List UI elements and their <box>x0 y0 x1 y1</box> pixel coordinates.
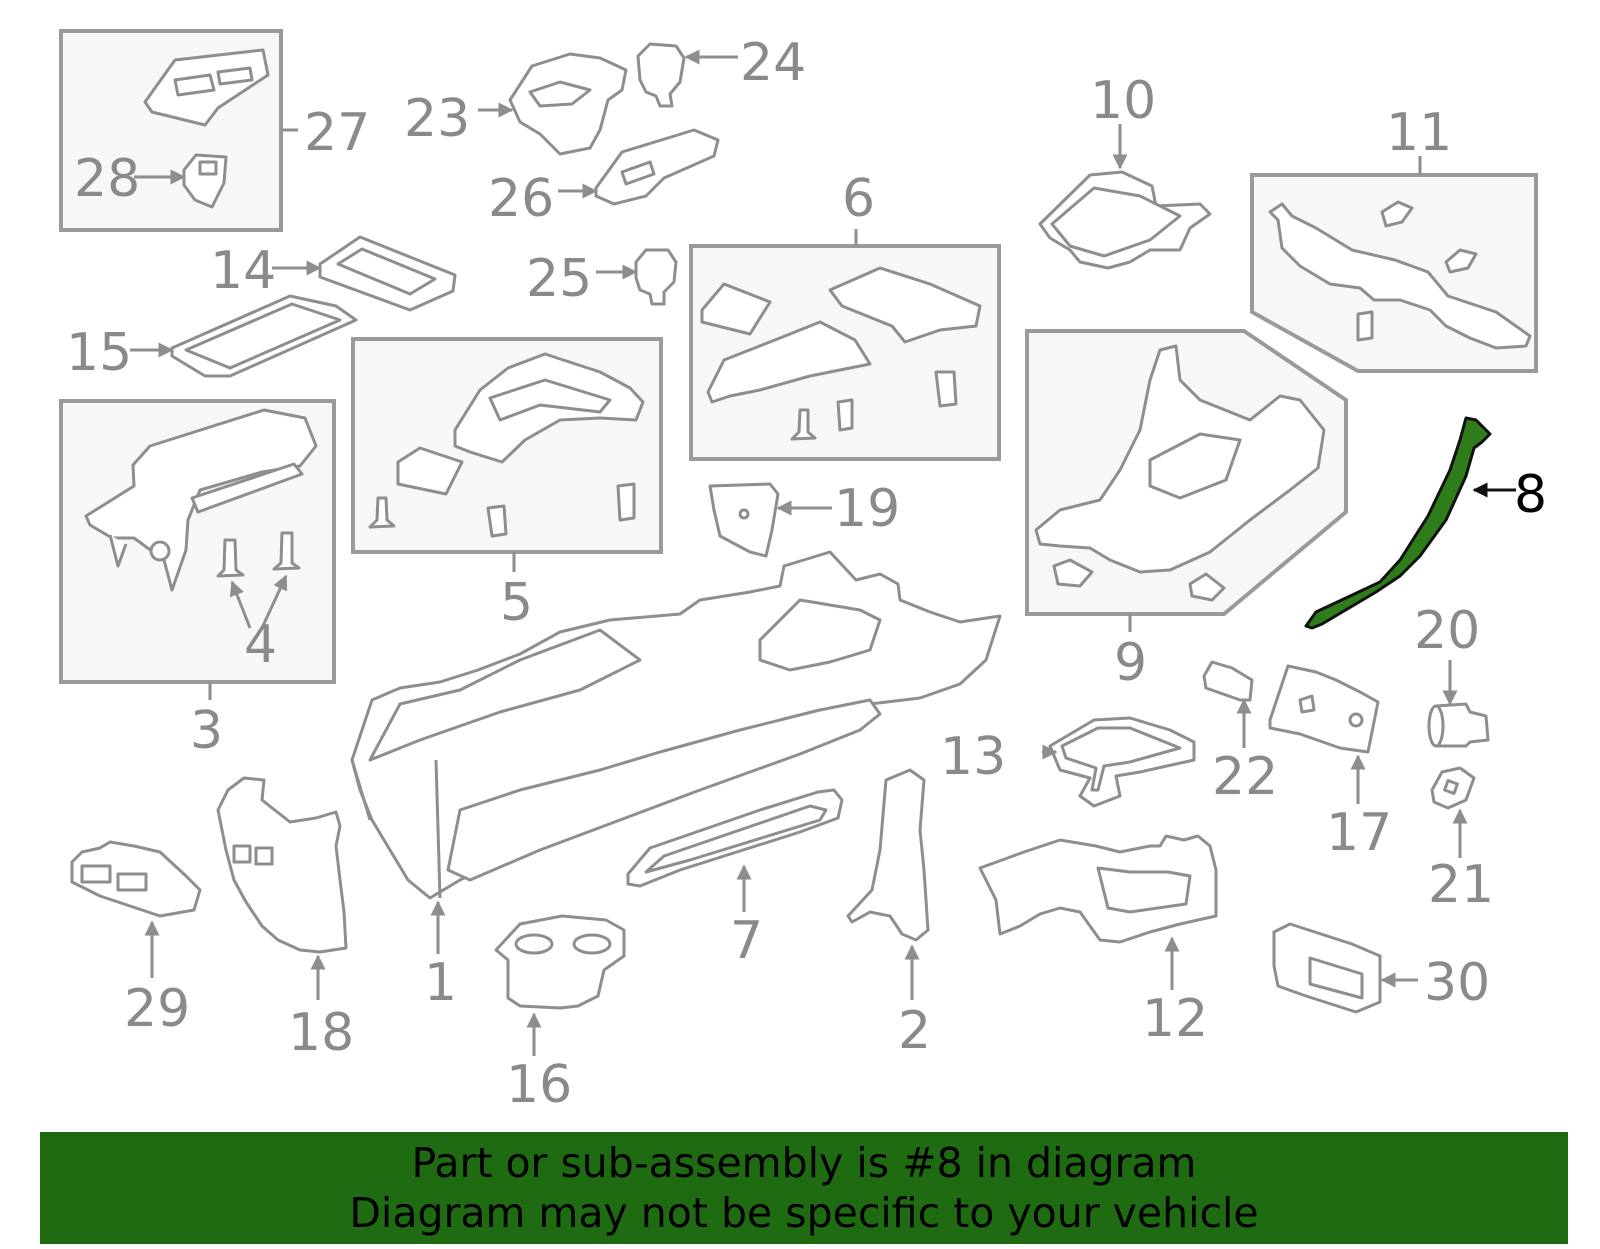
callout-28: 28 <box>74 149 140 209</box>
callout-17: 17 <box>1326 803 1392 863</box>
part-12-duct <box>978 834 1218 944</box>
callout-18: 18 <box>288 1003 354 1063</box>
callout-5: 5 <box>500 573 533 633</box>
part-27-shifter-panel <box>143 48 270 127</box>
part-20-grommet <box>1427 702 1490 748</box>
part-14-tray <box>318 235 457 312</box>
part-1-console-body <box>350 550 1002 900</box>
part-16-cupholder <box>494 914 626 1010</box>
callout-labels: 27 28 23 24 26 25 14 15 3 4 5 6 10 11 9 … <box>66 33 1547 1115</box>
part-10-liner <box>1038 170 1212 270</box>
callout-6: 6 <box>842 169 875 229</box>
callout-11: 11 <box>1386 103 1452 163</box>
part-24-switch <box>636 42 686 108</box>
banner-line-2: Diagram may not be specific to your vehi… <box>349 1189 1259 1237</box>
part-13-mat <box>1048 716 1196 808</box>
part-5-bezel <box>368 352 645 538</box>
callout-9: 9 <box>1114 633 1147 693</box>
part-19-plate <box>708 482 780 558</box>
part-29-switch-panel <box>70 840 202 918</box>
part-3-armrest <box>84 408 318 592</box>
part-4-clips <box>216 531 301 578</box>
part-25-switch <box>634 248 678 306</box>
callout-30: 30 <box>1424 953 1490 1013</box>
callout-13: 13 <box>940 727 1006 787</box>
part-9-console-frame <box>1034 344 1326 602</box>
part-17-bracket <box>1268 664 1380 754</box>
part-15-mat <box>170 294 358 378</box>
callout-16: 16 <box>506 1055 572 1115</box>
callout-22: 22 <box>1212 747 1278 807</box>
info-banner: Part or sub-assembly is #8 in diagram Di… <box>40 1132 1568 1244</box>
callout-21: 21 <box>1428 855 1494 915</box>
callout-15: 15 <box>66 323 132 383</box>
banner-line-1: Part or sub-assembly is #8 in diagram <box>411 1139 1197 1187</box>
part-22-clip <box>1202 660 1254 702</box>
callout-27: 27 <box>304 103 370 163</box>
part-7-trim-strip <box>626 788 844 888</box>
part-11-bracket <box>1268 200 1532 350</box>
part-6-trim <box>700 266 982 441</box>
part-26-panel <box>594 128 720 206</box>
callout-14: 14 <box>210 241 276 301</box>
callout-20: 20 <box>1414 601 1480 661</box>
part-18-side-cover <box>216 776 348 954</box>
callout-10: 10 <box>1090 71 1156 131</box>
part-28-switch <box>182 153 228 209</box>
part-30-module <box>1272 922 1382 1014</box>
callout-12: 12 <box>1142 989 1208 1049</box>
callout-23: 23 <box>404 89 470 149</box>
callout-1: 1 <box>424 953 457 1013</box>
part-23-bracket <box>508 52 628 156</box>
callout-8: 8 <box>1514 465 1547 525</box>
callout-2: 2 <box>898 1001 931 1061</box>
callout-29: 29 <box>124 979 190 1039</box>
part-8-trim-panel-highlighted <box>1304 416 1492 630</box>
callout-7: 7 <box>730 911 763 971</box>
part-2-bracket <box>846 768 930 942</box>
callout-4: 4 <box>244 615 277 675</box>
callout-3: 3 <box>190 701 223 761</box>
part-21-clip <box>1430 766 1476 810</box>
callout-24: 24 <box>740 33 806 93</box>
callout-25: 25 <box>526 249 592 309</box>
callout-26: 26 <box>488 169 554 229</box>
leader-lines <box>130 49 1516 1056</box>
callout-19: 19 <box>834 479 900 539</box>
